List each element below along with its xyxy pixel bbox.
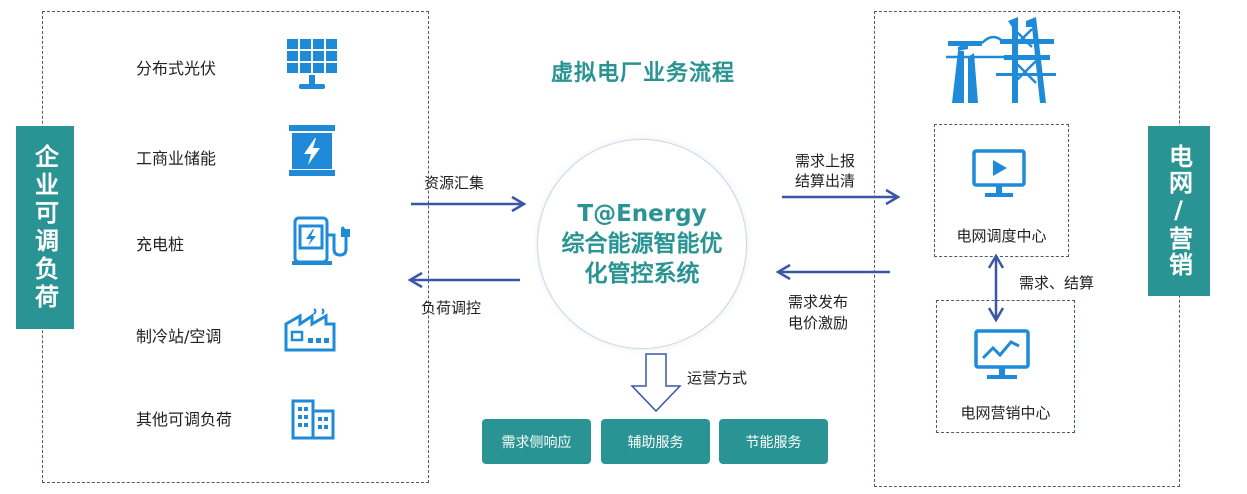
lower-flow-label-2: 电价激励: [788, 314, 849, 332]
building-icon: [290, 397, 338, 441]
upper-flow-label-2: 结算出清: [795, 172, 856, 190]
resource-label-pv: 分布式光伏: [136, 59, 217, 78]
marketing-center-box: [936, 300, 1075, 433]
system-name-line-2: 综合能源智能优: [561, 231, 723, 257]
resource-label-charging: 充电桩: [136, 235, 185, 254]
video-monitor-icon: [971, 148, 1027, 200]
load-control-label: 负荷调控: [421, 299, 482, 317]
solar-panel-icon: [284, 36, 340, 92]
service-demand-response: 需求侧响应: [482, 419, 591, 464]
power-tower-icon: [946, 17, 1068, 105]
battery-storage-icon: [286, 124, 338, 178]
dispatch-center-box: [934, 124, 1069, 257]
resource-label-other: 其他可调负荷: [136, 410, 233, 429]
system-name-line-1: T@Energy: [577, 201, 707, 227]
operation-down-arrow: [630, 353, 682, 413]
service-ancillary: 辅助服务: [601, 419, 710, 464]
charging-pile-icon: [292, 215, 354, 267]
operation-mode-label: 运营方式: [687, 369, 748, 387]
enterprise-load-title: 企业可调负荷: [16, 126, 74, 329]
system-name-line-3: 化管控系统: [584, 261, 700, 287]
chart-monitor-icon: [973, 328, 1031, 382]
resource-label-cooling: 制冷站/空调: [136, 327, 222, 346]
grid-marketing-title: 电网/营销: [1148, 126, 1210, 296]
service-energy-saving: 节能服务: [719, 419, 828, 464]
demand-settlement-label: 需求、结算: [1019, 274, 1095, 292]
marketing-center-label: 电网营销中心: [960, 404, 1051, 422]
diagram-title: 虚拟电厂业务流程: [551, 61, 736, 86]
system-circle: T@Energy 综合能源智能优 化管控系统: [537, 139, 747, 349]
resource-gather-label: 资源汇集: [424, 174, 485, 192]
upper-flow-label-1: 需求上报: [795, 152, 856, 170]
lower-flow-label-1: 需求发布: [788, 293, 849, 311]
dispatch-center-label: 电网调度中心: [956, 227, 1047, 245]
resource-label-storage: 工商业储能: [136, 149, 217, 168]
cooling-station-icon: [282, 308, 338, 354]
